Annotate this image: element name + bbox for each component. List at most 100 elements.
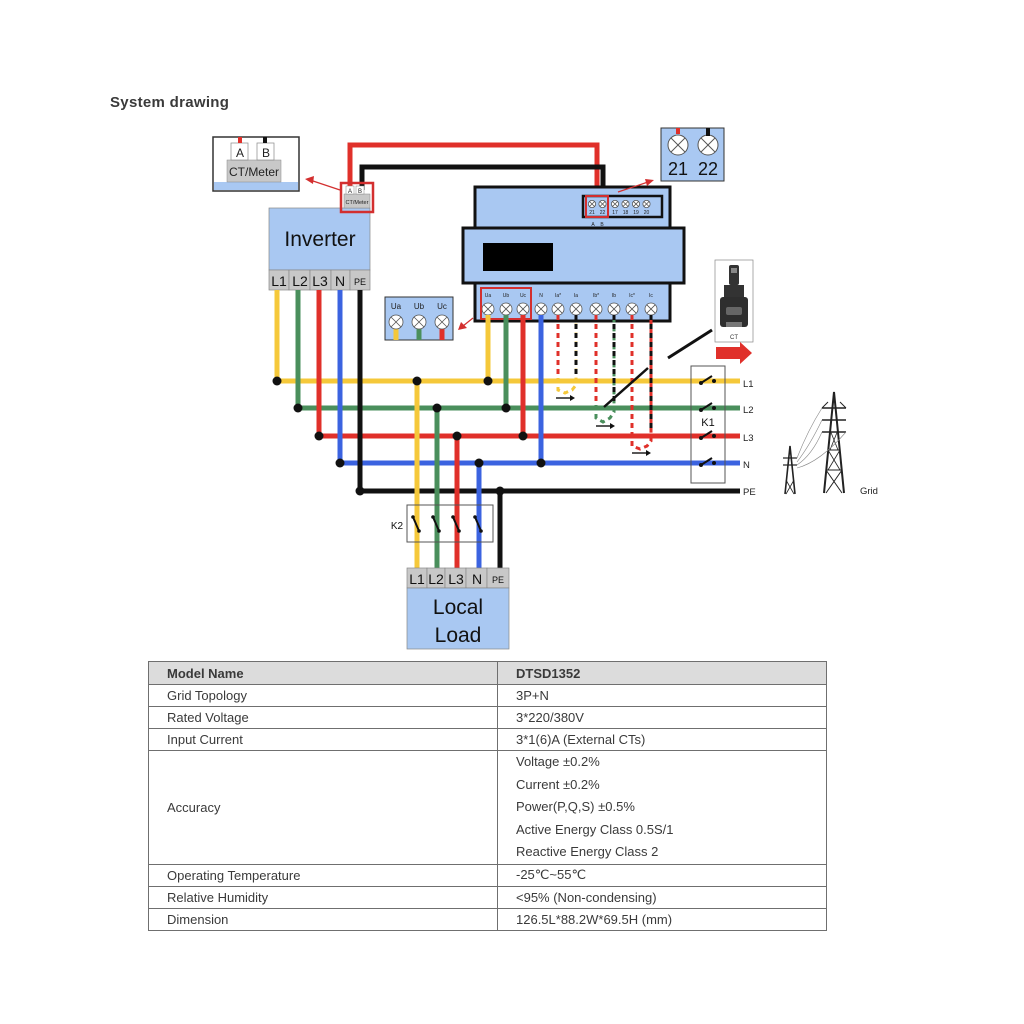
- table-row: Dimension 126.5L*88.2W*69.5H (mm): [148, 907, 827, 931]
- svg-text:PE: PE: [492, 575, 504, 585]
- rs485-terminal-label: 19: [633, 210, 639, 216]
- callout-arrow: [462, 317, 474, 327]
- table-cell-value: <95% (Non-condensing): [497, 885, 827, 909]
- svg-text:PE: PE: [743, 487, 756, 498]
- junction-dot: [452, 431, 462, 441]
- table-cell-name: Grid Topology: [148, 684, 498, 707]
- svg-text:L3: L3: [312, 273, 328, 289]
- svg-text:L1: L1: [271, 273, 287, 289]
- svg-text:B: B: [358, 189, 362, 195]
- meter-terminal-label: Ic*: [629, 293, 635, 299]
- meter-terminal-label: Uc: [520, 293, 527, 299]
- junction-dot: [293, 403, 303, 413]
- junction-dot: [474, 458, 484, 468]
- specification-table: Model Name DTSD1352 Grid Topology 3P+N R…: [148, 661, 827, 931]
- voltage-terminal: [411, 314, 427, 330]
- inverter-ct-meter-port: A B CT/Meter: [339, 181, 375, 214]
- table-cell-value: 3*220/380V: [497, 706, 827, 729]
- rs485-terminal-label: 20: [644, 210, 650, 216]
- svg-text:N: N: [472, 571, 482, 587]
- junction-dot: [272, 376, 282, 386]
- accuracy-active-energy: Active Energy Class 0.5S/1: [516, 821, 674, 837]
- junction-dot: [335, 458, 345, 468]
- svg-text:CT/Meter: CT/Meter: [346, 200, 369, 206]
- svg-text:22: 22: [698, 159, 718, 179]
- table-row: Relative Humidity <95% (Non-condensing): [148, 885, 827, 909]
- current-direction-arrow-icon: [716, 342, 752, 364]
- meter-terminal: [644, 302, 658, 316]
- k2-switch-icon: [412, 516, 420, 532]
- k1-switch-icon: [700, 430, 713, 439]
- svg-text:21: 21: [668, 159, 688, 179]
- ct-leader-line: [603, 367, 649, 408]
- table-cell-value: 3P+N: [497, 684, 827, 707]
- svg-text:N: N: [743, 460, 750, 471]
- k2-switch-icon: [432, 516, 440, 532]
- table-cell-value: 126.5L*88.2W*69.5H (mm): [497, 907, 827, 931]
- meter-terminal: [481, 302, 495, 316]
- k2-label: K2: [391, 521, 404, 532]
- ct-meter-callout-pin-b: B: [262, 146, 270, 160]
- system-wiring-diagram: CT/Meter A B Inverter L1 L2 L3 N PE A: [212, 127, 878, 650]
- voltage-callout-label: Ub: [414, 302, 425, 311]
- junction-dot: [355, 486, 365, 496]
- rs485-terminal: [611, 199, 620, 208]
- svg-text:L3: L3: [448, 571, 464, 587]
- rs485-terminal-label: 22: [600, 210, 606, 216]
- callout-arrowhead-icon: [305, 176, 314, 184]
- k1-breaker: K1: [690, 365, 726, 484]
- local-load: L1 L2 L3 N PE Local Load: [406, 567, 510, 650]
- power-tower-icon: [783, 391, 847, 495]
- table-cell-value: DTSD1352: [497, 661, 827, 685]
- callout-arrow: [617, 181, 649, 193]
- accuracy-current: Current ±0.2%: [516, 776, 600, 792]
- inverter-label: Inverter: [284, 228, 355, 251]
- table-cell-value: -25℃~55℃: [497, 863, 827, 887]
- rs485-terminal-label: 21: [589, 210, 595, 216]
- accuracy-power: Power(P,Q,S) ±0.5%: [516, 799, 635, 814]
- page-title: System drawing: [110, 94, 230, 111]
- table-cell-value: Voltage ±0.2% Current ±0.2% Power(P,Q,S)…: [497, 750, 827, 865]
- voltage-terminal: [434, 314, 450, 330]
- ct-loops: [556, 315, 653, 456]
- svg-text:L2: L2: [428, 571, 444, 587]
- junction-dot: [314, 431, 324, 441]
- local-load-label-line2: Load: [435, 624, 482, 647]
- rs485-terminal: [632, 199, 641, 208]
- direction-arrowhead-icon: [610, 423, 615, 429]
- rs485-terminal: [621, 199, 630, 208]
- table-cell-name: Rated Voltage: [148, 706, 498, 729]
- ct-sensor: CT: [667, 259, 754, 364]
- bus-wiring: [272, 290, 740, 568]
- inverter: Inverter L1 L2 L3 N PE A B CT/Meter: [268, 181, 375, 291]
- table-header-row: Model Name DTSD1352: [148, 661, 827, 685]
- rs485-terminal-label: 18: [623, 210, 629, 216]
- callout-arrowhead-icon: [458, 322, 467, 330]
- meter-terminal-label: Ib: [612, 293, 616, 299]
- k1-switch-icon: [700, 457, 713, 466]
- k1-label: K1: [701, 417, 714, 429]
- svg-text:A: A: [591, 222, 595, 228]
- svg-text:L3: L3: [743, 433, 754, 444]
- svg-text:PE: PE: [354, 277, 366, 287]
- grid-line-labels: L1 L2 L3 N PE: [743, 379, 756, 498]
- table-row: Grid Topology 3P+N: [148, 684, 827, 707]
- ct-meter-callout-label: CT/Meter: [229, 165, 279, 179]
- svg-text:L1: L1: [409, 571, 425, 587]
- table-cell-name: Dimension: [148, 907, 498, 931]
- k2-switch-icon: [474, 516, 482, 532]
- meter-terminal: [499, 302, 513, 316]
- meter-terminal-label: Ua: [485, 293, 492, 299]
- meter-terminal: [589, 302, 603, 316]
- direction-arrowhead-icon: [646, 450, 651, 456]
- meter-terminal-label: N: [539, 293, 543, 299]
- junction-dot: [495, 486, 505, 496]
- direction-arrowhead-icon: [570, 395, 575, 401]
- meter-terminal-label: Ia*: [555, 293, 561, 299]
- rs485-terminal-label: 17: [612, 210, 618, 216]
- svg-text:L2: L2: [292, 273, 308, 289]
- meter-terminal-label: Ia: [574, 293, 578, 299]
